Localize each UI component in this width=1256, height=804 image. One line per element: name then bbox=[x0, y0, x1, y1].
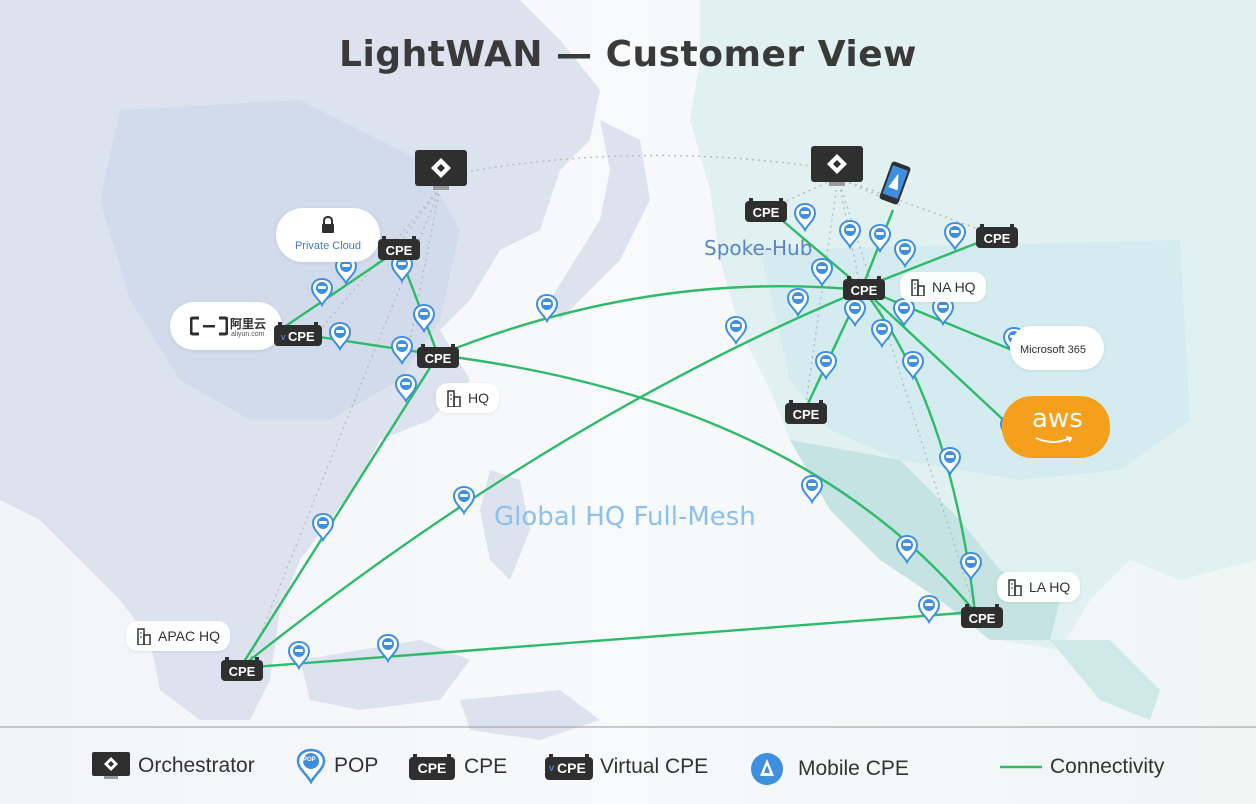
site-label-text: LA HQ bbox=[1029, 579, 1071, 595]
aliyun-cloud-node[interactable]: 阿里云 aliyun.com bbox=[170, 302, 282, 350]
cpe-device-na-hq[interactable]: CPE bbox=[843, 276, 885, 300]
legend-pop-badge: POP bbox=[303, 757, 316, 763]
building-icon bbox=[911, 279, 925, 296]
private-cloud-node[interactable]: Private Cloud bbox=[276, 208, 380, 262]
vcpe-label: CPE bbox=[288, 329, 315, 344]
legend-orchestrator-label: Orchestrator bbox=[138, 754, 255, 777]
legend-mobile-label: Mobile CPE bbox=[798, 757, 909, 780]
building-icon bbox=[137, 628, 151, 645]
legend-cpe-label: CPE bbox=[464, 755, 508, 778]
vcpe-icon: v CPE bbox=[545, 754, 593, 780]
connectivity-line-icon bbox=[1000, 765, 1042, 769]
central-america bbox=[1050, 640, 1160, 720]
cpe-device-na-east[interactable]: CPE bbox=[976, 224, 1018, 248]
indonesia-islands bbox=[300, 640, 600, 740]
cpe-label: CPE bbox=[983, 231, 1011, 246]
aws-smile-icon bbox=[1035, 436, 1073, 443]
legend-vcpe-badge: CPE bbox=[557, 760, 586, 776]
building-icon bbox=[1008, 579, 1022, 596]
site-label-la-hq: LA HQ bbox=[997, 572, 1081, 602]
cpe-device-hq[interactable]: CPE bbox=[417, 344, 459, 368]
private-cloud-label: Private Cloud bbox=[294, 240, 362, 252]
orchestrator-monitor-asia[interactable] bbox=[415, 150, 467, 190]
legend-cpe-badge: CPE bbox=[417, 760, 447, 776]
mobile-cpe-icon bbox=[751, 753, 783, 785]
aliyun-brand-text: 阿里云 bbox=[230, 317, 267, 331]
mobile-cpe-phone[interactable] bbox=[879, 161, 911, 205]
cpe-device-apac[interactable]: CPE bbox=[221, 657, 263, 681]
site-label-text: NA HQ bbox=[932, 279, 976, 295]
site-label-hq: HQ bbox=[436, 383, 499, 413]
cpe-label: CPE bbox=[228, 664, 256, 679]
connectivity-links bbox=[238, 209, 1013, 670]
site-label-apac-hq: APAC HQ bbox=[126, 621, 230, 651]
legend-vcpe: v CPE Virtual CPE bbox=[545, 754, 708, 780]
legend-pop-label: POP bbox=[334, 754, 379, 777]
philippine-islands bbox=[480, 470, 530, 580]
aliyun-logo-icon bbox=[190, 316, 228, 336]
aws-cloud-node[interactable]: aws bbox=[1002, 396, 1110, 458]
orchestrator-icon bbox=[92, 752, 130, 779]
site-label-text: APAC HQ bbox=[158, 628, 220, 644]
microsoft-365-label: Microsoft 365 bbox=[1020, 344, 1087, 356]
legend-connectivity-label: Connectivity bbox=[1050, 755, 1165, 778]
site-label-text: HQ bbox=[468, 390, 489, 406]
legend-vcpe-prefix: v bbox=[549, 763, 554, 774]
legend-orchestrator: Orchestrator bbox=[92, 752, 255, 780]
page-title: LightWAN — Customer View bbox=[339, 34, 917, 75]
legend-cpe: CPE CPE bbox=[409, 754, 507, 780]
legend-vcpe-label: Virtual CPE bbox=[600, 755, 709, 778]
aws-label: aws bbox=[1032, 404, 1083, 434]
site-label-na-hq: NA HQ bbox=[900, 272, 986, 302]
cpe-label: CPE bbox=[752, 205, 780, 220]
japan-islands bbox=[550, 120, 650, 320]
legend-pop: POP POP bbox=[296, 748, 378, 784]
vcpe-device-china[interactable]: v CPE bbox=[274, 322, 322, 346]
cpe-device-na-west[interactable]: CPE bbox=[745, 198, 787, 222]
cpe-label: CPE bbox=[850, 283, 878, 298]
orchestrator-monitor-na[interactable] bbox=[811, 146, 863, 186]
building-icon bbox=[447, 390, 461, 407]
global-mesh-label: Global HQ Full-Mesh bbox=[494, 502, 756, 532]
cpe-label: CPE bbox=[385, 243, 413, 258]
mexico-region bbox=[790, 440, 1060, 640]
legend-connectivity: Connectivity bbox=[1000, 755, 1164, 779]
cpe-label: CPE bbox=[792, 407, 820, 422]
pop-icon bbox=[296, 748, 326, 784]
aliyun-domain-text: aliyun.com bbox=[231, 331, 265, 338]
cpe-device-na-south[interactable]: CPE bbox=[785, 400, 827, 424]
cpe-device-la-hq[interactable]: CPE bbox=[961, 604, 1003, 628]
spoke-hub-label: Spoke-Hub bbox=[704, 236, 813, 260]
cpe-icon: CPE bbox=[409, 754, 455, 780]
cpe-label: CPE bbox=[968, 611, 996, 626]
vcpe-prefix: v bbox=[281, 332, 286, 342]
legend-mobile-cpe: Mobile CPE bbox=[750, 752, 909, 786]
legend: Orchestrator POP POP CPE CPE v CPE Virtu… bbox=[0, 740, 1256, 796]
cpe-label: CPE bbox=[424, 351, 452, 366]
cpe-device-china-north[interactable]: CPE bbox=[378, 236, 420, 260]
microsoft-365-node[interactable]: Microsoft 365 bbox=[1010, 326, 1104, 370]
lock-icon bbox=[322, 216, 334, 233]
